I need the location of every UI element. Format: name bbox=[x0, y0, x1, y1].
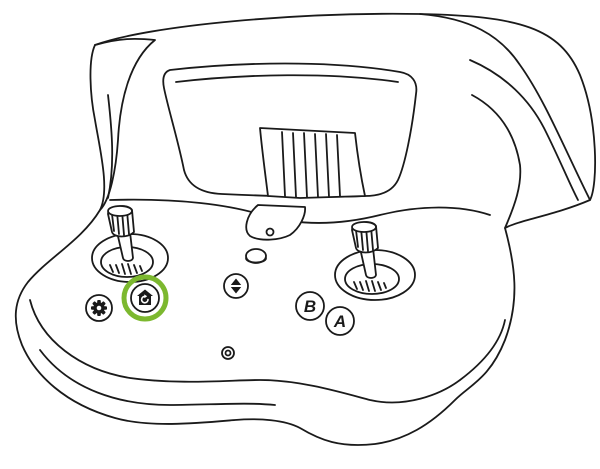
home-icon bbox=[137, 289, 153, 305]
antenna-ridge-5 bbox=[325, 133, 330, 198]
right-stick-cap-top bbox=[351, 221, 377, 233]
phone-holder-inner-edge bbox=[175, 74, 399, 83]
antenna-ridge-2 bbox=[292, 132, 297, 198]
right-stick-cap-grip bbox=[355, 226, 374, 252]
bottom-port-inner bbox=[224, 349, 232, 357]
gear-icon bbox=[91, 300, 107, 316]
controller-rim-left bbox=[94, 37, 156, 211]
bottom-port bbox=[221, 346, 235, 360]
up-down-arrow-icon bbox=[230, 278, 242, 294]
left-stick-cap-top bbox=[107, 205, 133, 217]
bottom-port-outer bbox=[221, 346, 235, 360]
antenna-clamp-block bbox=[259, 127, 366, 199]
left-stick-shaft bbox=[116, 231, 134, 262]
antenna-ridge-3 bbox=[303, 132, 308, 198]
controller-face-plane bbox=[109, 198, 491, 224]
left-stick-cap-grip bbox=[111, 210, 130, 236]
controller-rim-right bbox=[419, 13, 591, 201]
right-control-stick[interactable] bbox=[334, 221, 416, 301]
antenna-ridge-6 bbox=[336, 134, 341, 197]
a-button[interactable]: A bbox=[325, 306, 355, 336]
home-button[interactable] bbox=[121, 274, 169, 322]
controller-grip-right-fold bbox=[469, 59, 579, 201]
b-button-label: B bbox=[304, 297, 316, 316]
b-button-ring bbox=[295, 291, 325, 321]
controller-bottom-edge bbox=[39, 349, 276, 406]
controller-body-outline bbox=[14, 12, 597, 446]
controller-grip-right-inner bbox=[471, 94, 522, 229]
antenna-ridge-4 bbox=[314, 133, 319, 198]
right-stick-shaft bbox=[359, 247, 377, 279]
holder-hinge-tab bbox=[245, 204, 306, 241]
b-button[interactable]: B bbox=[295, 291, 325, 321]
controller-rim-left-inner bbox=[107, 94, 114, 199]
center-knob-base bbox=[245, 257, 267, 264]
right-stick-hatch bbox=[353, 280, 387, 292]
left-control-stick[interactable] bbox=[91, 205, 169, 283]
home-button-highlight-ring bbox=[121, 274, 169, 322]
settings-button[interactable] bbox=[85, 294, 113, 322]
a-button-ring bbox=[325, 306, 355, 336]
antenna-ridge-1 bbox=[281, 131, 286, 197]
controller-front-lip bbox=[29, 299, 506, 404]
left-stick-hatch bbox=[109, 263, 143, 275]
mode-toggle-button[interactable] bbox=[223, 273, 249, 299]
mode-toggle-button-ring bbox=[223, 273, 249, 299]
hinge-screw-hole bbox=[265, 227, 275, 237]
a-button-label: A bbox=[333, 312, 346, 331]
